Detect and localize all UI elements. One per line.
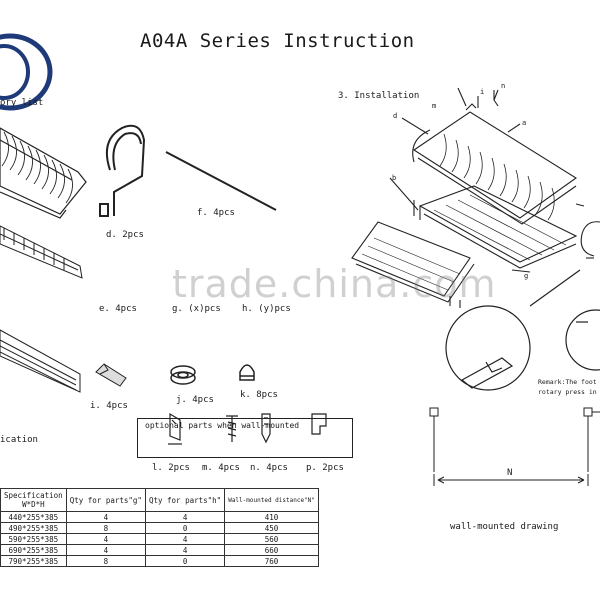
install-label-i: i xyxy=(480,88,485,96)
part-m-label: m. 4pcs xyxy=(202,463,240,473)
part-k-label: k. 8pcs xyxy=(240,390,278,400)
watermark: trade.china.com xyxy=(172,262,497,306)
installation-heading: 3. Installation xyxy=(338,91,420,101)
detail-magnifier-drawing xyxy=(445,269,600,391)
part-f-label: f. 4pcs xyxy=(197,208,235,218)
application-heading: ication xyxy=(0,435,38,445)
part-n-label: n. 4pcs xyxy=(250,463,288,473)
part-p-label: p. 2pcs xyxy=(306,463,344,473)
installation-assembly-drawing xyxy=(351,87,600,308)
remark-line-1: Remark:The foot xyxy=(538,378,597,386)
page-title: A04A Series Instruction xyxy=(140,30,415,52)
part-f-rod-drawing xyxy=(165,151,277,211)
part-i-clip-drawing xyxy=(95,363,127,387)
install-label-m: m xyxy=(432,102,437,110)
wall-distance-label: N xyxy=(507,468,513,478)
tray-large-drawing xyxy=(0,329,81,393)
spec-header-distance: Wall-mounted distance"N" xyxy=(224,488,319,512)
tray-e-drawing xyxy=(0,225,83,279)
part-d-hook-drawing xyxy=(99,124,146,217)
part-i-label: i. 4pcs xyxy=(90,401,128,411)
optional-parts-heading: optional parts when wall-mounted xyxy=(145,421,300,430)
spec-header-qty-h: Qty for parts"h" xyxy=(144,488,226,512)
install-label-g: g xyxy=(524,272,529,280)
install-label-n: n xyxy=(501,82,506,90)
install-label-b: b xyxy=(392,174,397,182)
part-l-label: l. 2pcs xyxy=(152,463,190,473)
part-g-label: g. (x)pcs xyxy=(172,304,221,314)
part-k-cap-drawing xyxy=(239,364,255,381)
optional-parts-box xyxy=(137,418,353,458)
wall-mounted-caption: wall-mounted drawing xyxy=(450,522,559,532)
part-e-label: e. 4pcs xyxy=(99,304,137,314)
wall-mounted-diagram xyxy=(429,407,600,486)
spec-header-qty-g: Qty for parts"g" xyxy=(65,488,146,512)
rack-top-drawing xyxy=(0,127,87,219)
accessory-list-heading: ory list xyxy=(0,98,44,108)
part-j-label: j. 4pcs xyxy=(176,395,214,405)
part-j-ring-drawing xyxy=(170,365,196,385)
install-label-a: a xyxy=(522,119,527,127)
remark-line-2: rotary press in xyxy=(538,388,597,396)
install-label-d: d xyxy=(393,112,398,120)
part-h-label: h. (y)pcs xyxy=(242,304,291,314)
part-d-label: d. 2pcs xyxy=(106,230,144,240)
company-logo xyxy=(0,33,53,111)
